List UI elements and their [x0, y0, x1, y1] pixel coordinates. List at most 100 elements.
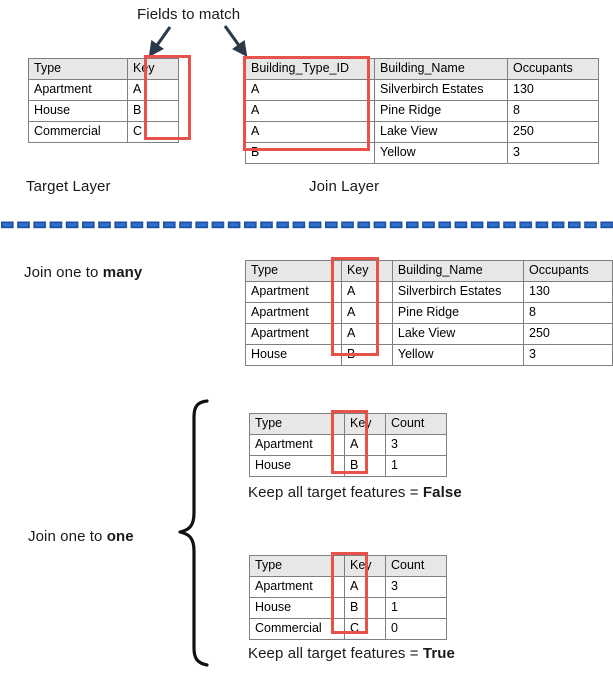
- cell-building-name: Pine Ridge: [391, 302, 525, 324]
- table-row: Commercial C 0: [249, 618, 447, 640]
- table-row: Apartment A Lake View 250: [245, 323, 613, 345]
- cell-building-name: Silverbirch Estates: [374, 79, 508, 101]
- cell-count: 1: [385, 455, 447, 477]
- column-header-key: Key: [344, 413, 386, 435]
- table-header-row: Type Key Count: [249, 555, 447, 577]
- table-header-row: Type Key: [28, 58, 179, 80]
- cell-building-type-id: B: [245, 142, 375, 164]
- table-row: House B 1: [249, 455, 447, 477]
- cell-count: 3: [385, 434, 447, 456]
- table-header-row: Building_Type_ID Building_Name Occupants: [245, 58, 599, 80]
- join-one-to-many-prefix: Join one to: [24, 264, 103, 281]
- cell-count: 3: [385, 576, 447, 598]
- column-header-type: Type: [28, 58, 128, 80]
- cell-occupants: 8: [507, 100, 599, 122]
- table-row: Apartment A Pine Ridge 8: [245, 302, 613, 324]
- cell-building-name: Pine Ridge: [374, 100, 508, 122]
- cell-building-name: Lake View: [391, 323, 525, 345]
- cell-type: Commercial: [249, 618, 345, 640]
- target-layer-caption: Target Layer: [26, 178, 111, 195]
- cell-type: Apartment: [245, 302, 342, 324]
- cell-type: Commercial: [28, 121, 128, 143]
- cell-key: B: [344, 455, 386, 477]
- one-to-one-false-table-wrapper: Type Key Count Apartment A 3 House B 1: [249, 410, 447, 477]
- cell-occupants: 8: [523, 302, 613, 324]
- down-right-arrow-icon: [218, 24, 263, 60]
- cell-type: Apartment: [245, 323, 342, 345]
- cell-type: Apartment: [245, 281, 342, 303]
- table-row: Apartment A Silverbirch Estates 130: [245, 281, 613, 303]
- cell-building-type-id: A: [245, 100, 375, 122]
- column-header-building-name: Building_Name: [391, 260, 525, 282]
- cell-key: C: [127, 121, 179, 143]
- column-header-count: Count: [385, 555, 447, 577]
- table-row: House B: [28, 100, 179, 122]
- cell-key: A: [340, 323, 393, 345]
- cell-building-name: Yellow: [374, 142, 508, 164]
- cell-building-name: Yellow: [391, 344, 525, 366]
- column-header-building-type-id: Building_Type_ID: [245, 58, 375, 80]
- cell-type: Apartment: [28, 79, 128, 101]
- column-header-count: Count: [385, 413, 447, 435]
- one-to-many-result-table: Type Key Building_Name Occupants Apartme…: [245, 260, 613, 366]
- dashed-divider-icon: [0, 219, 613, 232]
- table-row: Commercial C: [28, 121, 179, 143]
- page-title: Fields to match: [137, 6, 241, 23]
- cell-key: A: [127, 79, 179, 101]
- curly-brace-icon: [175, 398, 211, 668]
- join-one-to-one-label: Join one to one: [28, 528, 134, 545]
- cell-building-type-id: A: [245, 79, 375, 101]
- keep-all-prefix: Keep all target features =: [248, 484, 423, 501]
- table-row: House B Yellow 3: [245, 344, 613, 366]
- keep-all-value: False: [422, 484, 462, 501]
- table-row: A Pine Ridge 8: [245, 100, 599, 122]
- cell-type: Apartment: [249, 434, 345, 456]
- cell-occupants: 3: [507, 142, 599, 164]
- cell-building-name: Lake View: [374, 121, 508, 143]
- column-header-key: Key: [340, 260, 393, 282]
- table-header-row: Type Key Count: [249, 413, 447, 435]
- down-left-arrow-icon: [140, 24, 185, 60]
- table-header-row: Type Key Building_Name Occupants: [245, 260, 613, 282]
- keep-all-true-caption: Keep all target features = True: [248, 645, 455, 662]
- cell-building-type-id: A: [245, 121, 375, 143]
- join-layer-table-wrapper: Building_Type_ID Building_Name Occupants…: [243, 56, 599, 164]
- one-to-one-true-table: Type Key Count Apartment A 3 House B 1 C…: [249, 555, 447, 640]
- cell-occupants: 250: [507, 121, 599, 143]
- join-one-to-many-emphasis: many: [102, 264, 143, 281]
- keep-all-prefix: Keep all target features =: [248, 645, 423, 662]
- column-header-occupants: Occupants: [507, 58, 599, 80]
- keep-all-false-caption: Keep all target features = False: [248, 484, 462, 501]
- cell-type: House: [249, 455, 345, 477]
- keep-all-value: True: [422, 645, 455, 662]
- table-row: A Lake View 250: [245, 121, 599, 143]
- cell-building-name: Silverbirch Estates: [391, 281, 525, 303]
- column-header-key: Key: [344, 555, 386, 577]
- cell-key: C: [344, 618, 386, 640]
- join-one-to-one-prefix: Join one to: [28, 528, 107, 545]
- cell-type: House: [245, 344, 342, 366]
- cell-type: Apartment: [249, 576, 345, 598]
- cell-key: A: [344, 434, 386, 456]
- cell-key: B: [340, 344, 393, 366]
- join-layer-caption: Join Layer: [309, 178, 380, 195]
- table-row: A Silverbirch Estates 130: [245, 79, 599, 101]
- cell-key: B: [127, 100, 179, 122]
- target-layer-table: Type Key Apartment A House B Commercial …: [28, 58, 179, 143]
- table-row: Apartment A: [28, 79, 179, 101]
- one-to-one-true-table-wrapper: Type Key Count Apartment A 3 House B 1 C…: [249, 552, 447, 640]
- table-row: House B 1: [249, 597, 447, 619]
- cell-type: House: [28, 100, 128, 122]
- cell-key: B: [344, 597, 386, 619]
- join-layer-table: Building_Type_ID Building_Name Occupants…: [245, 58, 599, 164]
- table-row: Apartment A 3: [249, 434, 447, 456]
- cell-occupants: 3: [523, 344, 613, 366]
- cell-key: A: [340, 302, 393, 324]
- cell-count: 1: [385, 597, 447, 619]
- join-one-to-many-label: Join one to many: [24, 264, 142, 281]
- column-header-type: Type: [249, 413, 345, 435]
- cell-occupants: 130: [507, 79, 599, 101]
- one-to-many-result-table-wrapper: Type Key Building_Name Occupants Apartme…: [245, 257, 613, 366]
- cell-type: House: [249, 597, 345, 619]
- cell-key: A: [344, 576, 386, 598]
